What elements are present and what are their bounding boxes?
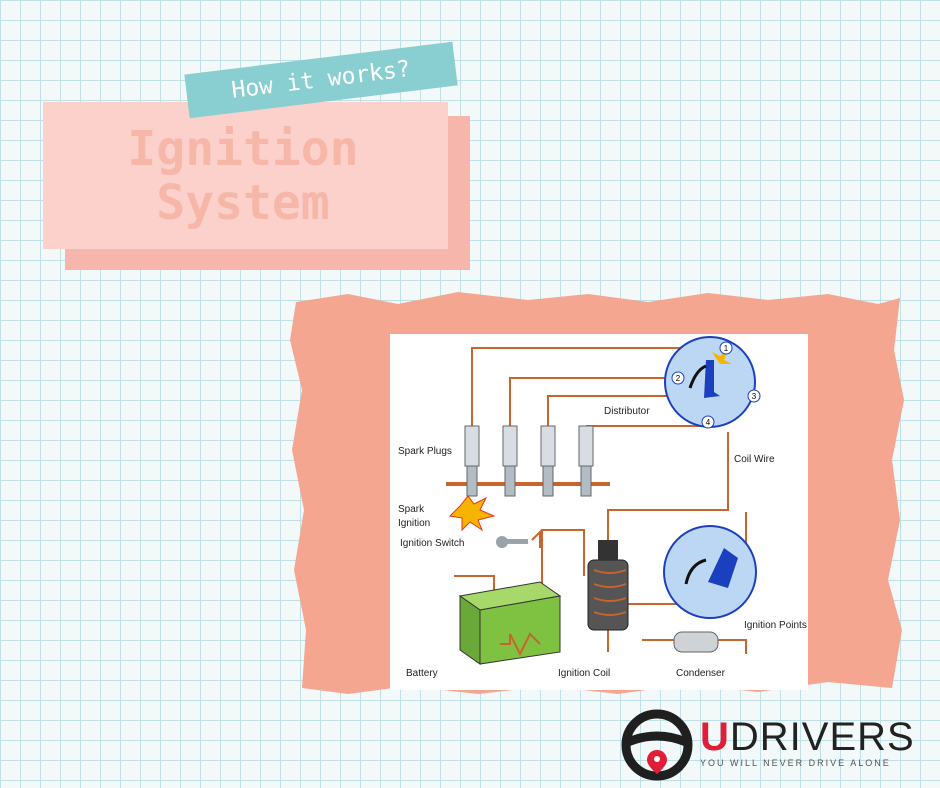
spark-plug-2: [502, 425, 518, 497]
ignition-points-housing: [663, 525, 757, 619]
brand-rest: DRIVERS: [729, 715, 915, 759]
label-spark: Spark: [398, 504, 425, 515]
coil-wire: [607, 432, 729, 540]
brand-first-letter: U: [700, 715, 730, 759]
label-distributor: Distributor: [604, 406, 650, 417]
label-ignition-coil: Ignition Coil: [558, 668, 611, 679]
rotation-arrow: [688, 364, 707, 389]
spark-plug-1: [464, 425, 480, 497]
spark-plug-3: [540, 425, 556, 497]
steering-wheel-logo-icon: [621, 709, 693, 781]
tag-label: How it works?: [230, 56, 412, 104]
title-card: [43, 102, 448, 249]
dist-num-3: 3: [752, 392, 757, 401]
spark-plug-4: [578, 425, 594, 497]
ignition-coil-icon: [587, 540, 629, 631]
plug2-wire: [509, 377, 672, 426]
condenser-icon: [673, 631, 719, 653]
ignition-switch: [531, 529, 541, 548]
label-condenser: Condenser: [676, 668, 725, 679]
spark-burst-distributor: [712, 350, 732, 364]
ignition-wiring-svg: 1 2 3 4: [446, 336, 761, 665]
title-line-2: System: [156, 175, 330, 231]
switch-to-coil-wire: [541, 529, 585, 592]
plug1-wire: [471, 347, 720, 426]
page-title: Ignition System: [43, 122, 443, 230]
spark-burst-plug: [448, 495, 496, 532]
label-spark-plugs: Spark Plugs: [398, 446, 452, 457]
dist-num-4: 4: [706, 418, 711, 427]
points-cam: [708, 548, 738, 588]
dist-num-2: 2: [676, 374, 681, 383]
ignition-key-icon: [496, 536, 528, 548]
ignition-diagram: 1 2 3 4 Sp: [390, 334, 808, 690]
label-coil-wire: Coil Wire: [734, 454, 775, 465]
dist-num-1: 1: [724, 344, 729, 353]
label-ignition-points: Ignition Points: [744, 620, 807, 631]
brand-tagline: YOU WILL NEVER DRIVE ALONE: [700, 758, 891, 768]
title-line-1: Ignition: [127, 121, 359, 177]
battery-icon: [458, 581, 562, 665]
label-battery: Battery: [406, 668, 438, 679]
label-ignition-switch: Ignition Switch: [400, 538, 465, 549]
brand-name: UDRIVERS: [700, 716, 915, 758]
distributor-rotor: [704, 360, 720, 398]
label-ignition: Ignition: [398, 518, 431, 529]
